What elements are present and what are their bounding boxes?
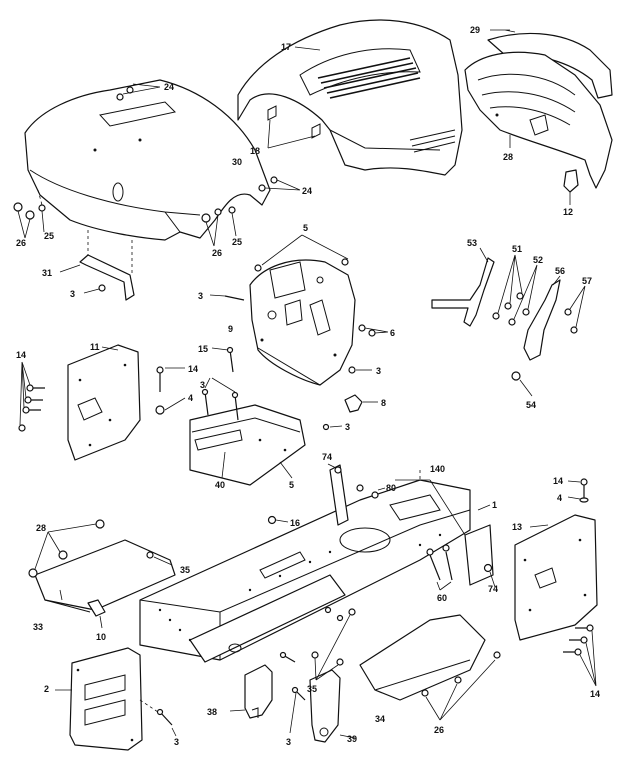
callout-3-e: 3 [345,422,350,432]
callout-30: 30 [232,157,242,167]
hardware-5-6 [209,234,389,337]
callout-80: 80 [386,483,396,493]
callout-140: 140 [430,464,445,474]
callout-10: 10 [96,632,106,642]
bracket-39 [309,669,356,743]
callout-24-right: 24 [302,186,312,196]
callout-25-right: 25 [232,237,242,247]
callout-8: 8 [381,398,386,408]
main-frame-1 [139,470,491,663]
callout-51: 51 [512,244,522,254]
callout-28-top: 28 [503,152,513,162]
screw-3-mid [348,366,372,374]
callout-9: 9 [228,324,233,334]
callout-26-left: 26 [16,238,26,248]
callout-3-g: 3 [286,737,291,747]
callout-3-a: 3 [70,289,75,299]
dash-panel-9 [249,259,356,386]
fastener-set-25-26-left [13,189,46,239]
callout-24-top: 24 [164,82,174,92]
callout-31: 31 [42,268,52,278]
callout-4-center: 4 [188,393,193,403]
callout-53: 53 [467,238,477,248]
callout-60: 60 [437,593,447,603]
side-plate-13 [514,514,598,641]
callout-14-left: 14 [16,350,26,360]
bracket-plate-2 [55,647,143,751]
callout-11: 11 [90,342,100,352]
bolts-3-35-bottom [279,606,356,734]
bolt-14-center [155,366,186,415]
callout-5-top: 5 [303,223,308,233]
callout-15: 15 [198,344,208,354]
callout-13: 13 [512,522,522,532]
screw-set-24-top [116,83,161,101]
callout-14-center: 14 [188,364,198,374]
spacer-80-74 [327,463,386,526]
screw-set-26-bottom [421,651,501,721]
callout-35-bottom: 35 [307,684,317,694]
screw-set-14-right [563,624,597,687]
footrest-33 [34,539,176,629]
callout-40: 40 [215,480,225,490]
callout-3-b: 3 [198,291,203,301]
lever-bracket-set [431,247,586,397]
callout-25-left: 25 [44,231,54,241]
callout-35-left: 35 [180,565,190,575]
callout-5-mid: 5 [289,480,294,490]
side-plate-11 [67,344,141,461]
callout-17: 17 [281,42,291,52]
callout-57: 57 [582,276,592,286]
callout-1: 1 [492,500,497,510]
bracket-38 [229,664,273,719]
callout-6: 6 [390,328,395,338]
callout-54: 54 [526,400,536,410]
callout-74-bottom: 74 [488,584,498,594]
callout-33: 33 [33,622,43,632]
bolt-14-4-right [567,478,589,503]
bolt-set-60-74 [426,544,496,591]
callout-labels: 24 24 17 29 30 18 28 12 26 25 25 26 31 3… [16,25,600,747]
screw-set-14-left [18,361,45,432]
latch-12 [563,169,579,205]
callout-26-right: 26 [212,248,222,258]
fastener-set-25-26-right [201,206,237,247]
callout-29: 29 [470,25,480,35]
callout-14-right-bottom: 14 [590,689,600,699]
callout-2: 2 [44,684,49,694]
callout-52: 52 [533,255,543,265]
callout-14-right-top: 14 [553,476,563,486]
callout-3-d: 3 [376,366,381,376]
callout-26-bottom: 26 [434,725,444,735]
nut-16 [267,515,289,525]
screw-set-28-bottom [28,519,173,578]
callout-18: 18 [250,146,260,156]
bolt-15 [211,346,234,373]
callout-56: 56 [555,266,565,276]
callout-38: 38 [207,707,217,717]
footrest-34 [359,614,486,701]
callout-12: 12 [563,207,573,217]
screw-set-24-right [258,176,301,192]
clip-8 [344,394,378,413]
hood [237,19,463,176]
grille-assembly [464,29,613,189]
callout-16: 16 [290,518,300,528]
callout-39: 39 [347,734,357,744]
screw-set-3-center [201,377,343,431]
callout-3-f: 3 [174,737,179,747]
callout-28-bottom: 28 [36,523,46,533]
screw-3-bottom [139,699,177,737]
callout-3-c: 3 [200,380,205,390]
dash-panel-cover [24,79,271,241]
bracket-31 [59,230,135,301]
callout-74-top: 74 [322,452,332,462]
callout-4-right: 4 [557,493,562,503]
floor-plate-5 [189,404,306,486]
callout-34: 34 [375,714,385,724]
